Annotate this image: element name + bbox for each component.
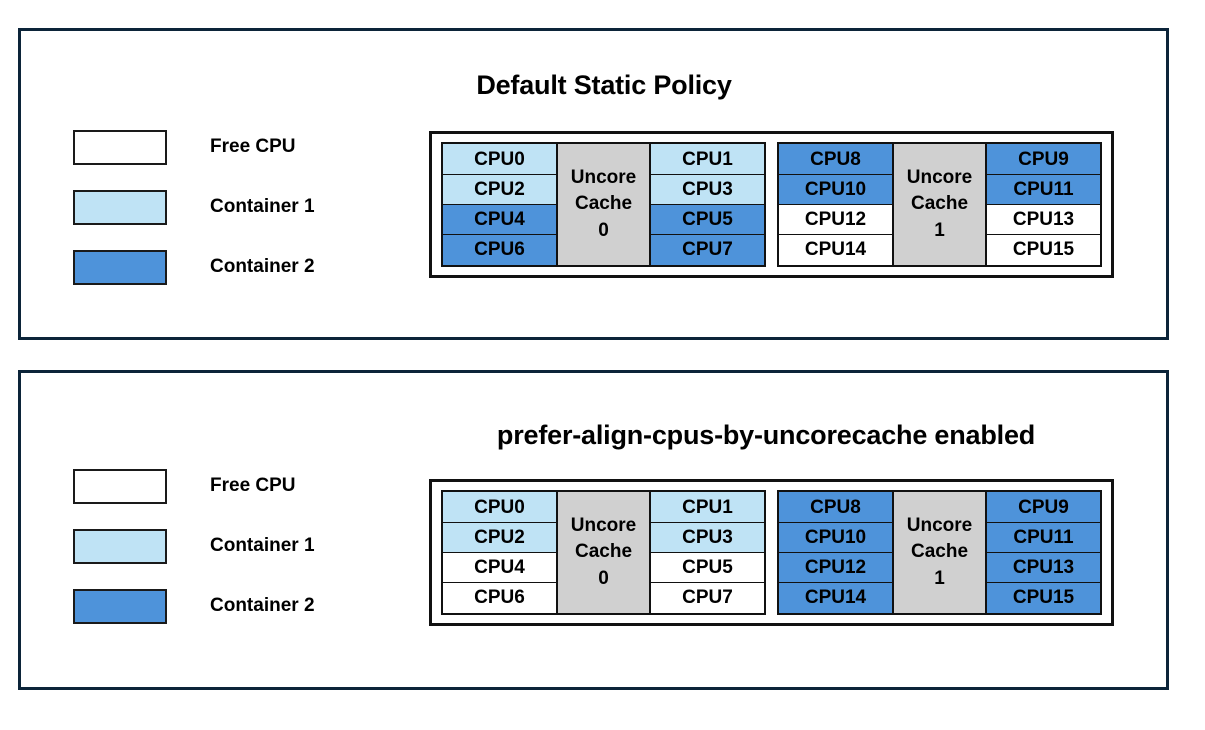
cpu-cell: CPU3 [650, 173, 765, 206]
legend-label-container-2: Container 2 [210, 256, 315, 277]
uncore-cache-group-1: CPU8 CPU10 CPU12 CPU14 Uncore Cache 1 CP… [777, 490, 1102, 615]
cpu-cell: CPU6 [442, 234, 557, 266]
cpu-cell: CPU7 [650, 582, 765, 614]
uncore-cache-line-1: Uncore [906, 515, 973, 537]
uncore-cache-label-1: Uncore Cache 1 [892, 492, 987, 613]
cpu-column-right: CPU9 CPU11 CPU13 CPU15 [986, 491, 1101, 614]
legend-swatch-free-cpu [73, 469, 167, 504]
cpu-column-right: CPU1 CPU3 CPU5 CPU7 [650, 491, 765, 614]
cpu-cell: CPU11 [986, 521, 1101, 554]
cpu-cell: CPU15 [986, 582, 1101, 614]
uncore-cache-line-1: Uncore [570, 515, 637, 537]
uncore-cache-index: 0 [598, 219, 609, 241]
cpu-column-left: CPU0 CPU2 CPU4 CPU6 [442, 143, 557, 266]
cpu-cell: CPU6 [442, 582, 557, 614]
cpu-cell: CPU15 [986, 234, 1101, 266]
uncore-cache-index: 1 [934, 567, 945, 589]
legend-label-container-2: Container 2 [210, 595, 315, 616]
legend-label-container-1: Container 1 [210, 196, 315, 217]
uncore-cache-line-2: Cache [574, 193, 633, 215]
cpu-column-right: CPU9 CPU11 CPU13 CPU15 [986, 143, 1101, 266]
cpu-cell: CPU12 [778, 203, 893, 236]
uncore-cache-index: 0 [598, 567, 609, 589]
cpu-cell: CPU8 [778, 143, 893, 175]
cpu-cell: CPU4 [442, 203, 557, 236]
cpu-cell: CPU9 [986, 143, 1101, 175]
uncore-cache-line-1: Uncore [570, 167, 637, 189]
cpu-cell: CPU1 [650, 143, 765, 175]
uncore-cache-group-0: CPU0 CPU2 CPU4 CPU6 Uncore Cache 0 CPU1 … [441, 490, 766, 615]
cpu-column-left: CPU0 CPU2 CPU4 CPU6 [442, 491, 557, 614]
cpu-cell: CPU2 [442, 521, 557, 554]
cpu-topology-diagram-prefer-align: CPU0 CPU2 CPU4 CPU6 Uncore Cache 0 CPU1 … [429, 479, 1114, 626]
cpu-cell: CPU5 [650, 551, 765, 584]
cpu-cell: CPU9 [986, 491, 1101, 523]
uncore-cache-label-0: Uncore Cache 0 [556, 144, 651, 265]
cpu-cell: CPU10 [778, 521, 893, 554]
cpu-cell: CPU8 [778, 491, 893, 523]
cpu-cell: CPU5 [650, 203, 765, 236]
legend-swatch-free-cpu [73, 130, 167, 165]
uncore-cache-line-2: Cache [910, 541, 969, 563]
cpu-cell: CPU13 [986, 551, 1101, 584]
legend-swatch-container-1 [73, 529, 167, 564]
cpu-topology-diagram-default: CPU0 CPU2 CPU4 CPU6 Uncore Cache 0 CPU1 … [429, 131, 1114, 278]
page-title-default-static-policy: Default Static Policy [476, 70, 732, 100]
cpu-cell: CPU14 [778, 582, 893, 614]
cpu-cell: CPU1 [650, 491, 765, 523]
cpu-cell: CPU12 [778, 551, 893, 584]
cpu-cell: CPU11 [986, 173, 1101, 206]
cpu-cell: CPU13 [986, 203, 1101, 236]
cpu-cell: CPU7 [650, 234, 765, 266]
uncore-cache-index: 1 [934, 219, 945, 241]
cpu-cell: CPU3 [650, 521, 765, 554]
uncore-cache-line-2: Cache [574, 541, 633, 563]
uncore-cache-line-1: Uncore [906, 167, 973, 189]
cpu-cell: CPU0 [442, 491, 557, 523]
page-title-prefer-align-enabled: prefer-align-cpus-by-uncorecache enabled [496, 420, 1036, 450]
legend-label-free-cpu: Free CPU [210, 475, 296, 496]
uncore-cache-line-2: Cache [910, 193, 969, 215]
cpu-cell: CPU2 [442, 173, 557, 206]
cpu-cell: CPU0 [442, 143, 557, 175]
uncore-cache-label-1: Uncore Cache 1 [892, 144, 987, 265]
legend-swatch-container-2 [73, 250, 167, 285]
legend-label-container-1: Container 1 [210, 535, 315, 556]
legend-swatch-container-1 [73, 190, 167, 225]
legend-swatch-container-2 [73, 589, 167, 624]
uncore-cache-group-0: CPU0 CPU2 CPU4 CPU6 Uncore Cache 0 CPU1 … [441, 142, 766, 267]
uncore-cache-label-0: Uncore Cache 0 [556, 492, 651, 613]
cpu-cell: CPU4 [442, 551, 557, 584]
uncore-cache-group-1: CPU8 CPU10 CPU12 CPU14 Uncore Cache 1 CP… [777, 142, 1102, 267]
cpu-column-left: CPU8 CPU10 CPU12 CPU14 [778, 143, 893, 266]
cpu-cell: CPU10 [778, 173, 893, 206]
cpu-cell: CPU14 [778, 234, 893, 266]
legend-label-free-cpu: Free CPU [210, 136, 296, 157]
cpu-column-left: CPU8 CPU10 CPU12 CPU14 [778, 491, 893, 614]
cpu-column-right: CPU1 CPU3 CPU5 CPU7 [650, 143, 765, 266]
